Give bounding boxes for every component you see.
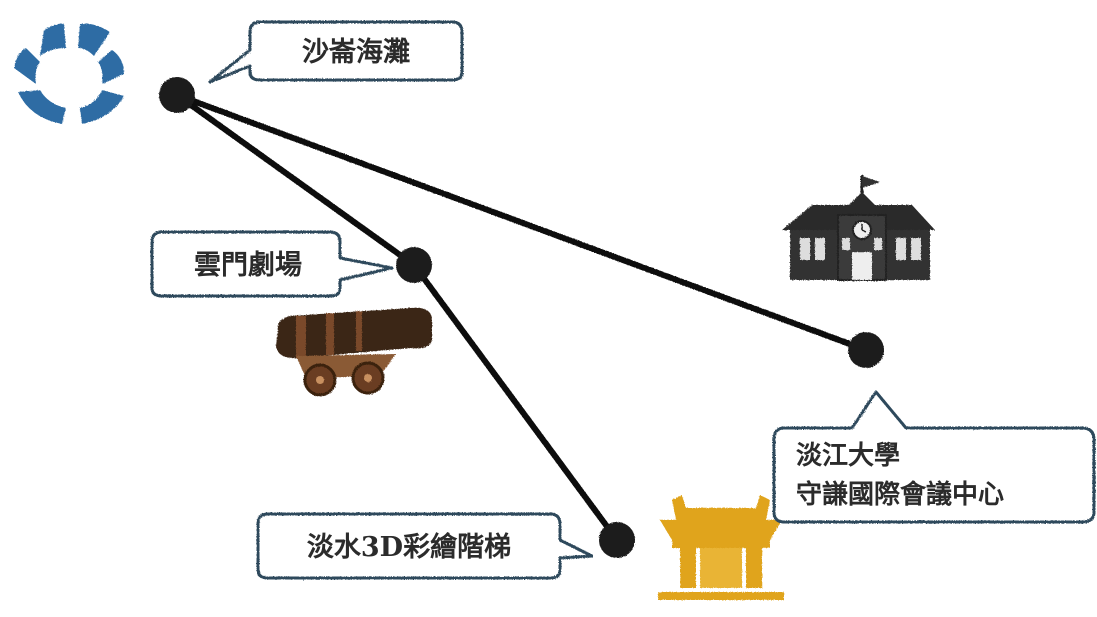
node-tamkang[interactable] <box>848 332 884 368</box>
schoolhouse-icon <box>782 175 935 281</box>
route-nodes <box>159 77 884 558</box>
route-cloudgate-to-stairs <box>411 262 620 543</box>
bubble-stairs <box>256 512 594 580</box>
label-shalun: 沙崙海灘 <box>302 37 410 68</box>
node-shalun[interactable] <box>159 77 195 113</box>
label-tamkang-line2: 守謙國際會議中心 <box>796 479 1004 510</box>
node-stairs[interactable] <box>599 522 635 558</box>
bubble-tamkang <box>772 390 1096 524</box>
bubble-cloudgate <box>150 230 394 298</box>
label-tamkang-line1: 淡江大學 <box>796 441 900 471</box>
node-cloudgate[interactable] <box>396 247 432 283</box>
tamkang-university-logo-icon <box>14 23 124 124</box>
temple-icon <box>658 495 784 600</box>
cannon-icon <box>276 307 432 397</box>
label-stairs: 淡水3D彩繪階梯 <box>307 531 511 563</box>
route-lines <box>174 92 869 543</box>
route-shalun-to-cloudgate <box>174 92 417 268</box>
bubble-shalun <box>208 20 464 84</box>
label-cloudgate: 雲門劇場 <box>194 250 302 281</box>
route-shalun-to-tamkang <box>174 92 869 353</box>
